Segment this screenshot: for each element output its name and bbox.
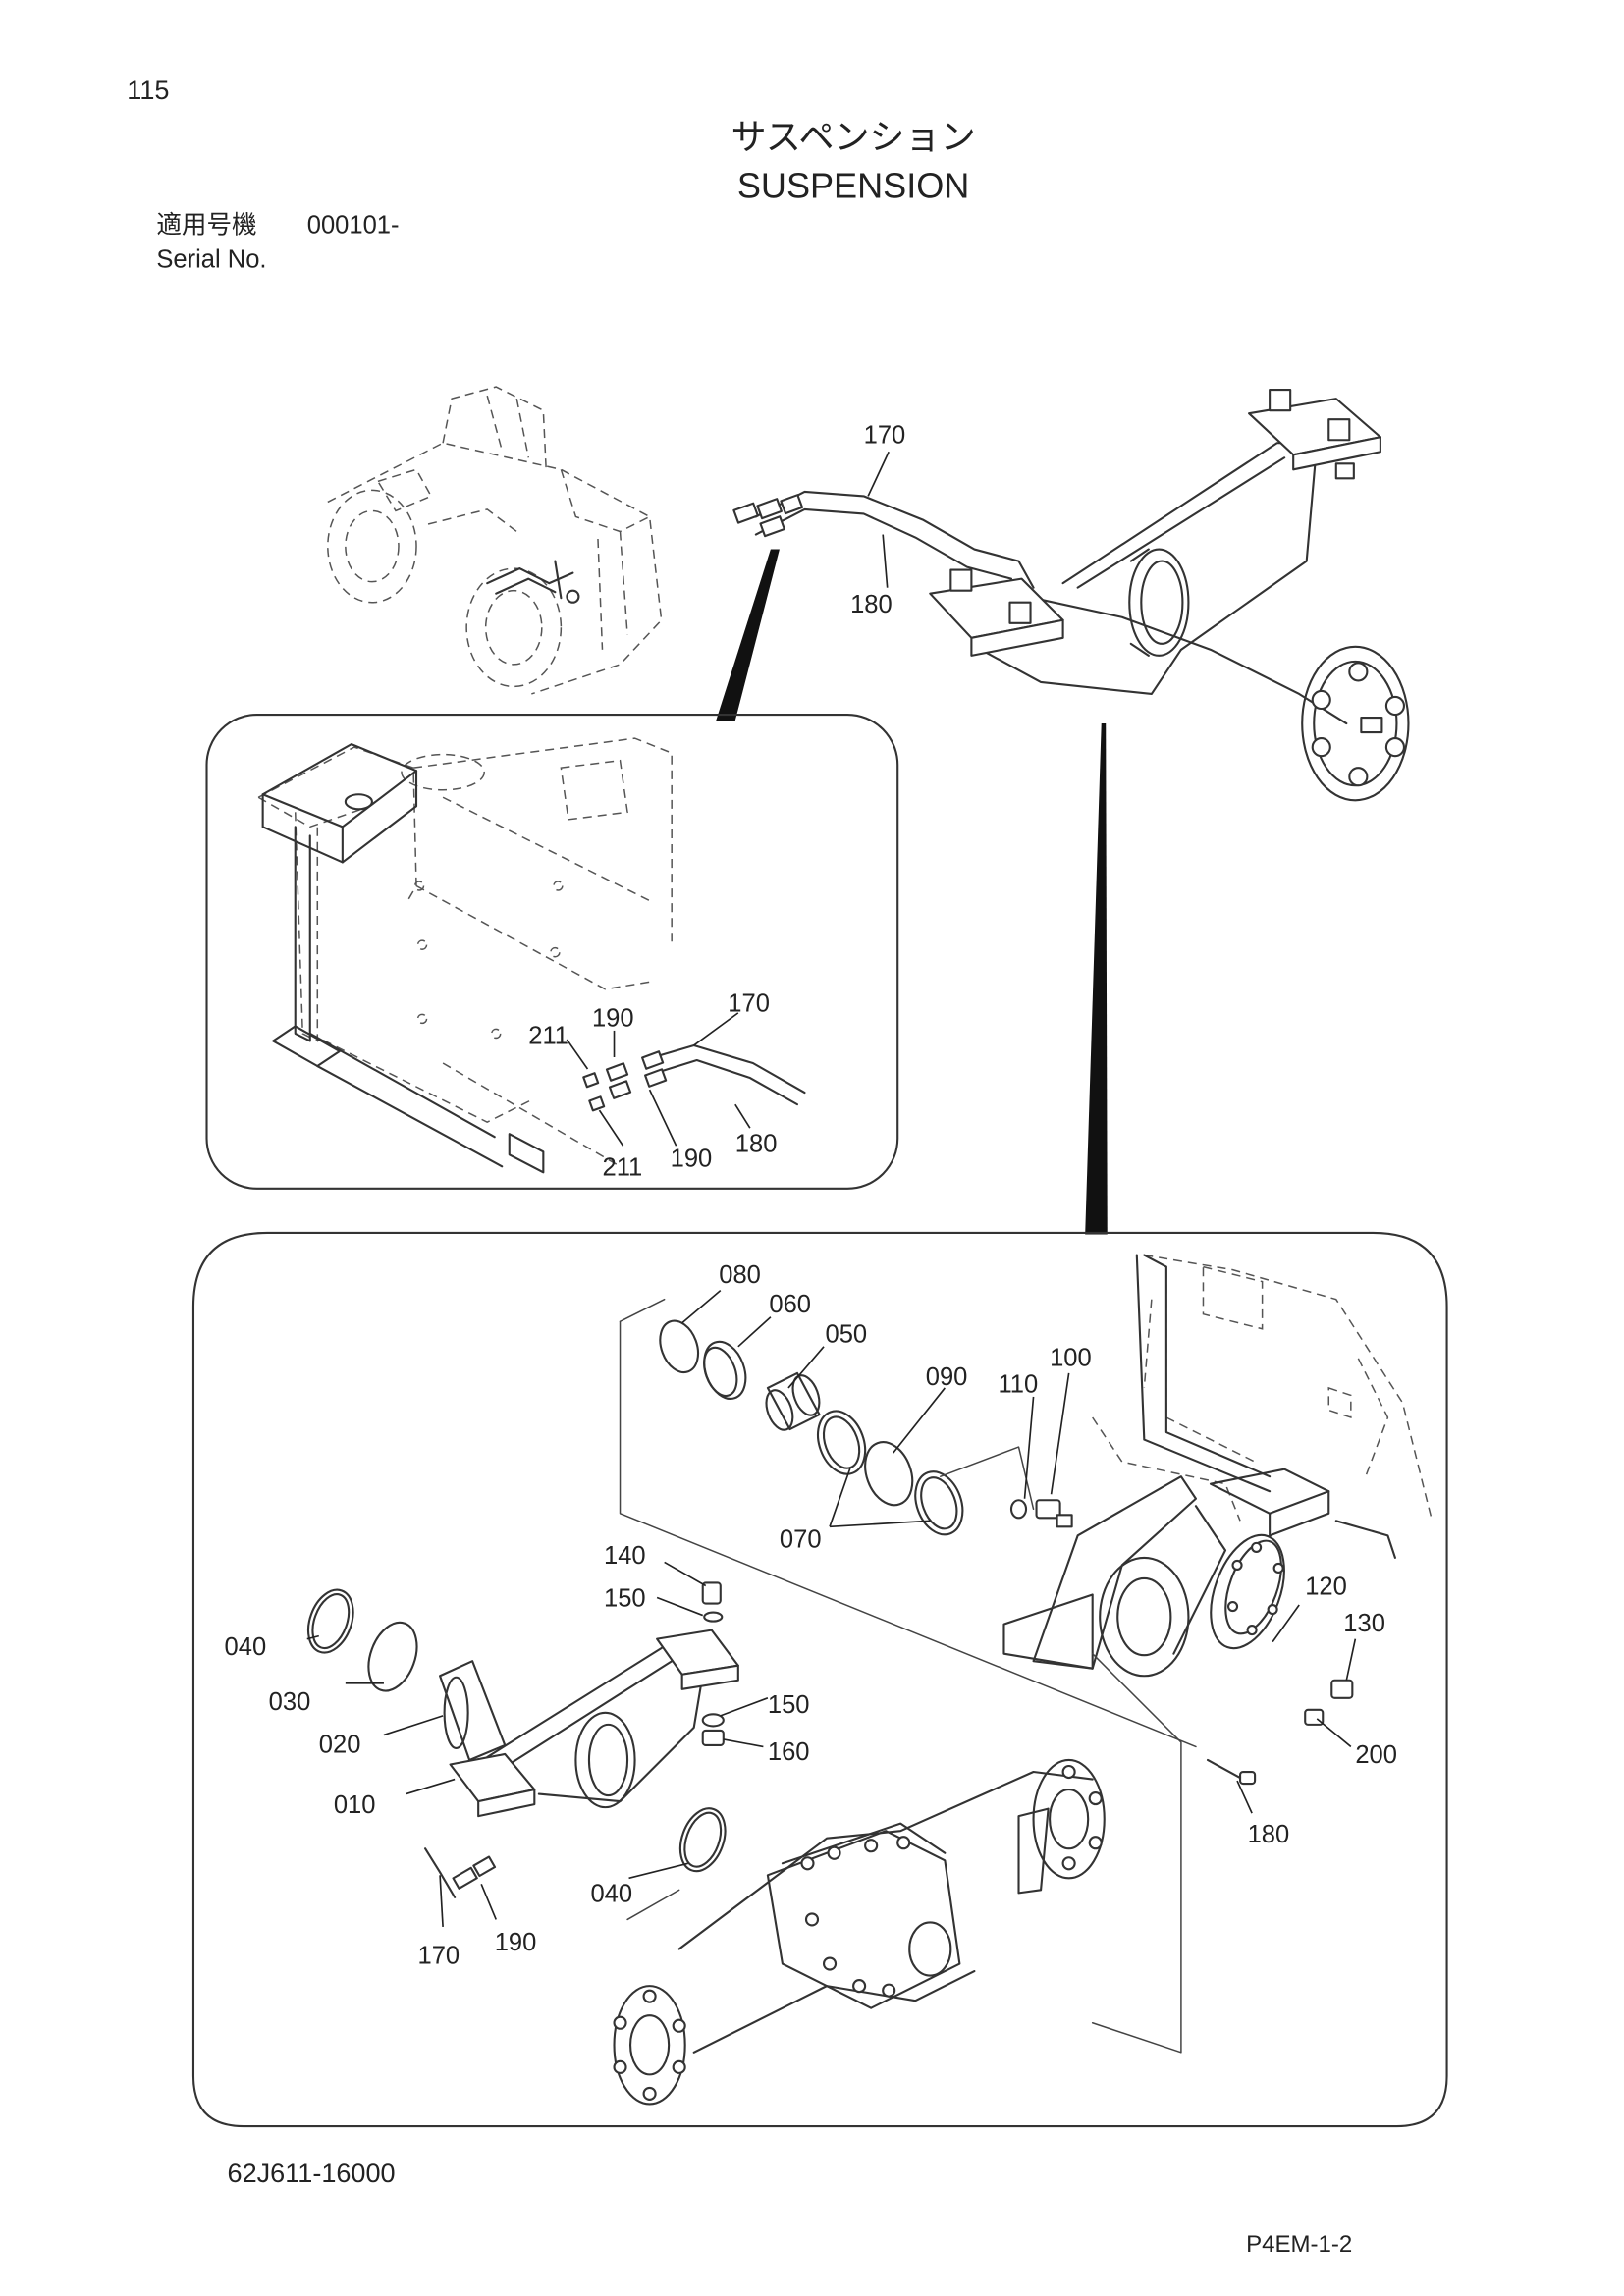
page-number: 115 [127,75,169,105]
callout-110: 110 [998,1370,1038,1398]
suspension-assembly-illustration [732,389,1410,802]
page-code: P4EM-1-2 [1246,2231,1352,2258]
callout-120: 120 [1305,1574,1347,1601]
title-japanese: サスペンション [731,117,975,157]
callout-090: 090 [926,1363,968,1391]
callout-170-top: 170 [864,421,906,449]
callout-040-bottom: 040 [590,1880,632,1907]
detail-pointer-wedges [716,549,1108,1235]
callout-180-bottom: 180 [1248,1821,1290,1848]
serial-number-value: 000101- [307,212,400,240]
callout-150-lower: 150 [768,1691,810,1719]
callout-150-upper: 150 [604,1585,646,1613]
callout-070: 070 [780,1525,822,1553]
callout-170-bottom: 170 [418,1943,460,1970]
page-header: 115 サスペンション SUSPENSION 適用号機 000101- Seri… [127,75,975,273]
callout-140: 140 [604,1542,646,1570]
callout-130: 130 [1343,1610,1385,1637]
callout-020: 020 [319,1731,361,1758]
page-footer: 62J611-16000 P4EM-1-2 [228,2158,1353,2258]
vehicle-overview-illustration [327,386,663,695]
drawing-number: 62J611-16000 [228,2158,396,2188]
callout-180-top: 180 [850,591,893,618]
callout-080: 080 [719,1261,761,1289]
callout-190-lower: 190 [671,1145,713,1172]
callout-040-left: 040 [225,1633,267,1661]
serial-label-english: Serial No. [156,245,266,273]
callout-190-upper: 190 [592,1004,634,1032]
callout-030: 030 [269,1688,311,1716]
callout-100: 100 [1050,1344,1092,1371]
serial-label-japanese: 適用号機 [156,212,256,240]
callout-060: 060 [769,1291,811,1318]
callout-211-upper: 211 [528,1022,568,1049]
detail-box-hose-connection: 211 190 170 211 190 180 [205,713,899,1190]
top-callouts: 170 180 [850,421,905,618]
callout-200: 200 [1355,1741,1397,1769]
callout-180-middle: 180 [735,1130,778,1157]
detail-box-exploded-view: 080 060 050 090 110 100 070 140 150 150 … [191,1231,1448,2128]
callout-211-lower: 211 [602,1153,642,1181]
callout-010: 010 [334,1791,376,1819]
callout-170-middle: 170 [728,989,770,1017]
callout-190-bottom: 190 [495,1929,537,1956]
callout-160: 160 [768,1738,810,1766]
callout-050: 050 [826,1320,868,1348]
title-english: SUSPENSION [737,166,970,206]
